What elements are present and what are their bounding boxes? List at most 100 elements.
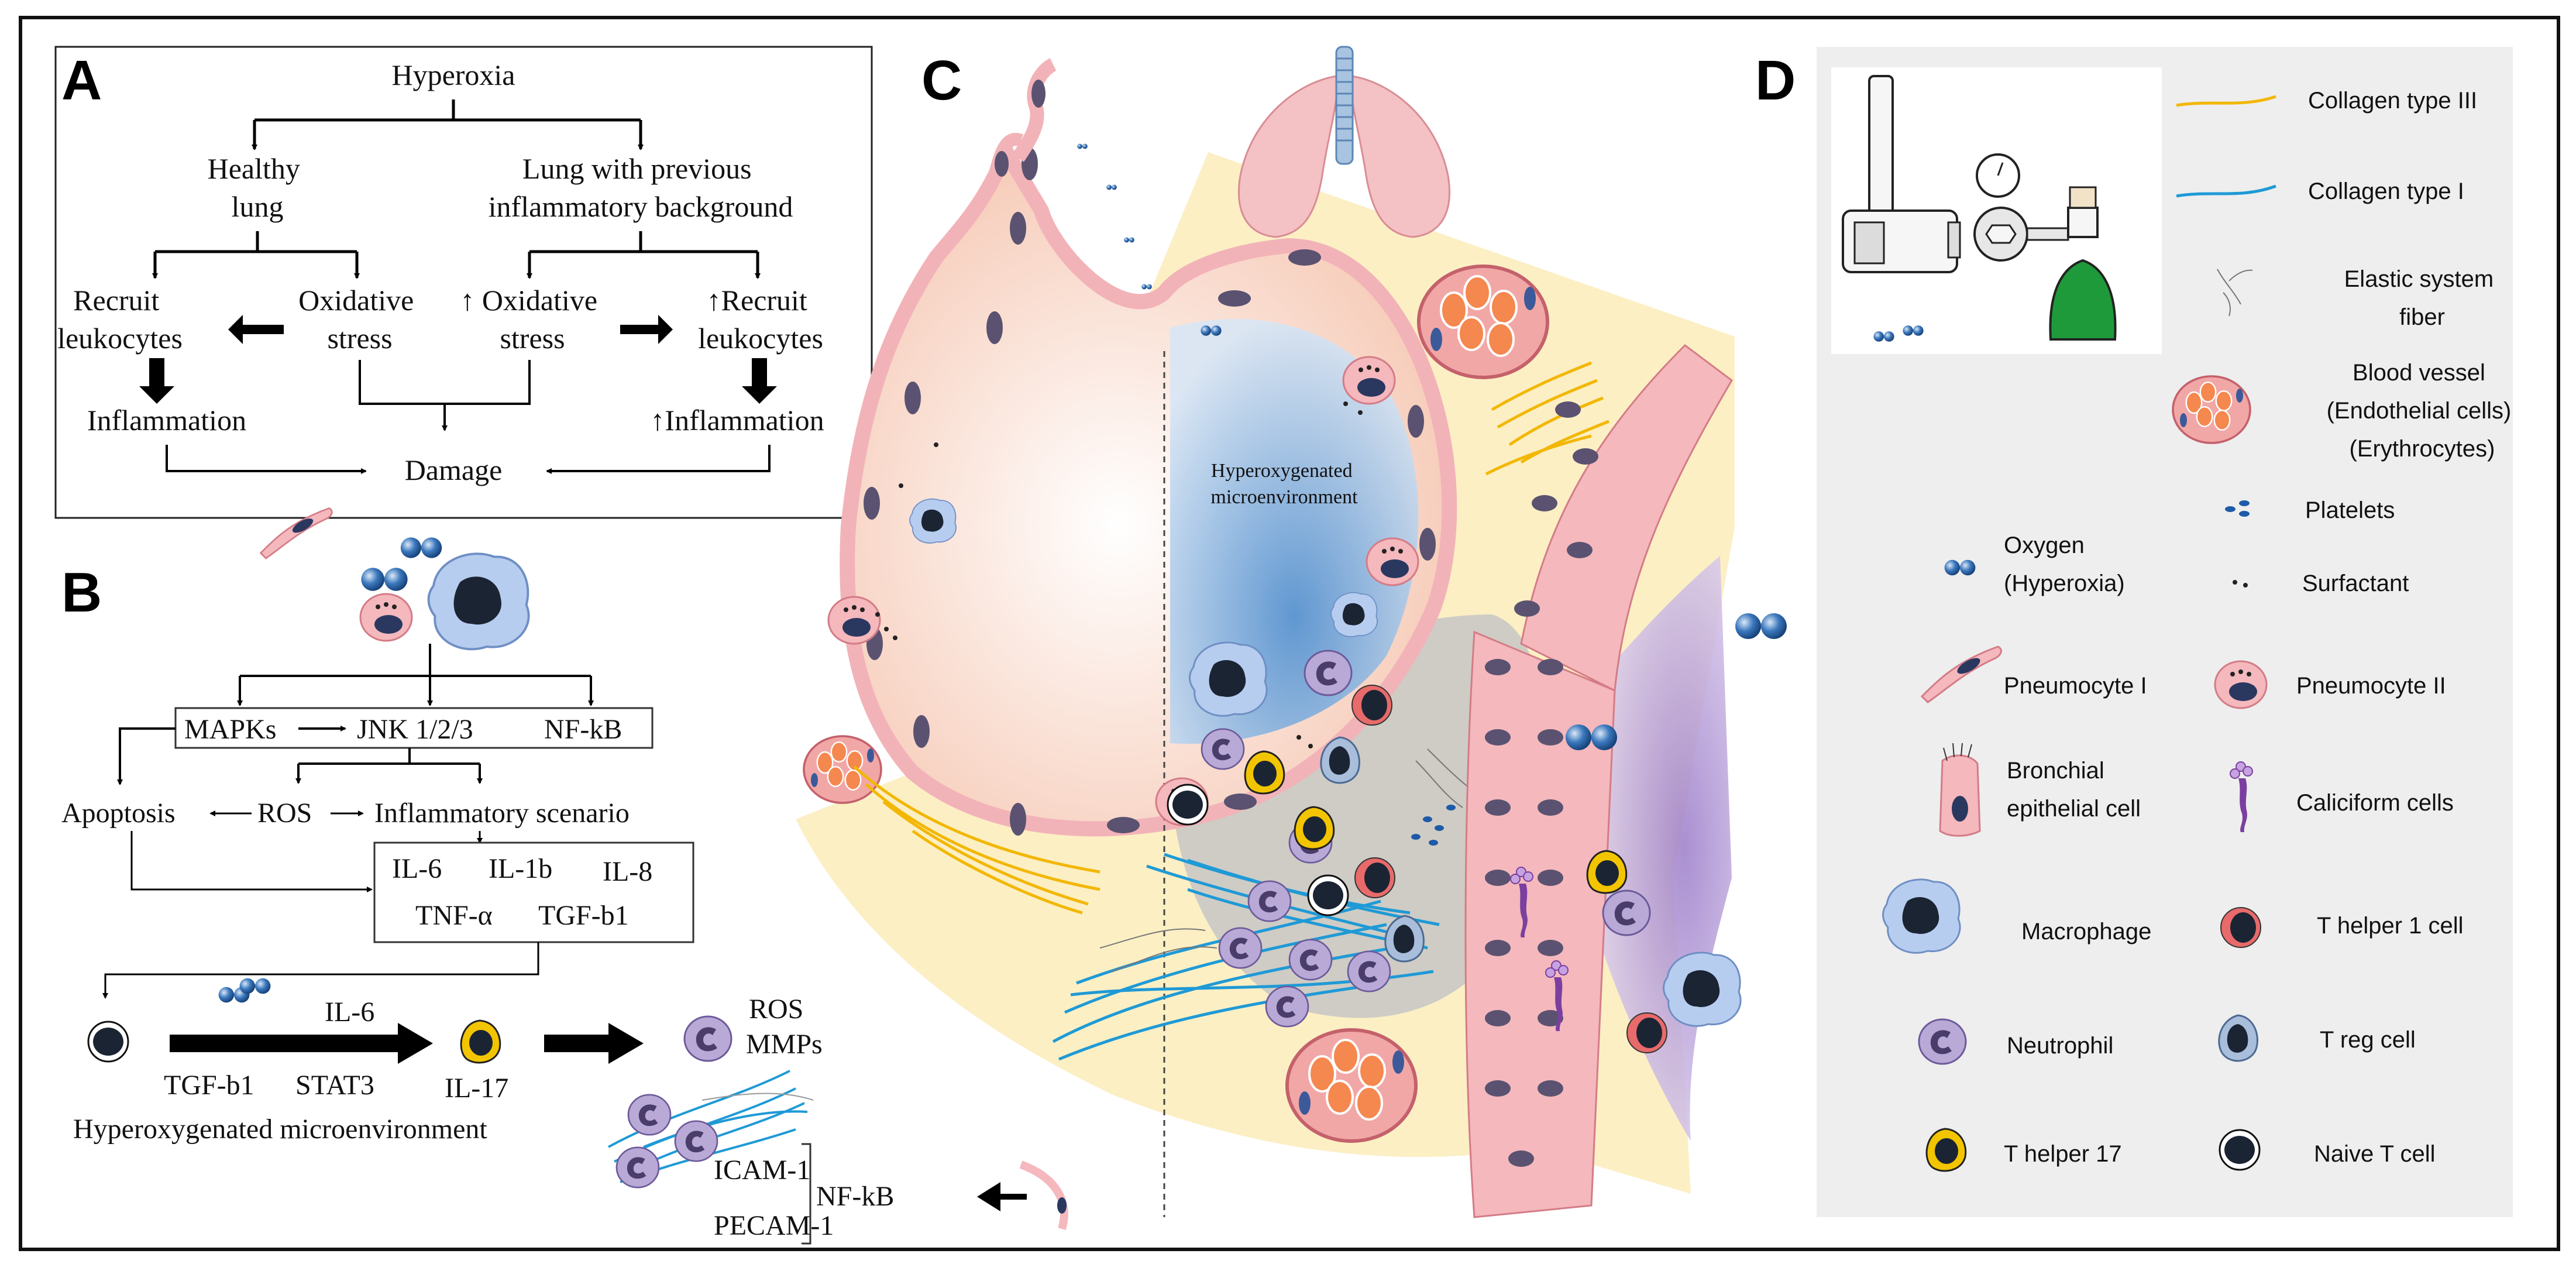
thick-arrow-left — [228, 315, 284, 344]
th17-cell — [460, 1019, 501, 1064]
vessel-c-top — [1419, 266, 1547, 377]
elastic-fibres — [1099, 748, 1481, 972]
pneumocyte-ii-icon — [2214, 660, 2268, 709]
legend-macrophage: Macrophage — [2021, 919, 2151, 944]
panel-c-label: C — [921, 49, 962, 112]
hyperoxia-node: Hyperoxia — [391, 59, 515, 91]
il6-label: IL-6 — [392, 853, 442, 884]
il8-label: IL-8 — [603, 856, 652, 887]
apoptosis-label: Apoptosis — [61, 798, 176, 829]
legend-blood-vessel: Blood vessel (Endothelial cells) (Erythr… — [2327, 360, 2518, 462]
thick-arrow-down-left — [139, 358, 174, 404]
legend-platelets: Platelets — [2305, 497, 2395, 523]
legend-collagen-i: Collagen type I — [2308, 178, 2464, 204]
inflammation-node: Inflammation — [87, 404, 246, 437]
up-recruit-leukocytes-node: ↑Recruit leukocytes — [698, 284, 823, 355]
legend-elastic-fiber: Elastic system fiber — [2344, 266, 2501, 330]
legend-bronchial: Bronchial epithelial cell — [2007, 758, 2141, 822]
macrophage-c1 — [909, 498, 957, 544]
tgfb1-label: TGF-b1 — [538, 900, 629, 931]
arrow-il6-label: IL-6 — [325, 997, 374, 1028]
panel-a: A Hyperoxia Healthy lung Lung with previ… — [54, 46, 873, 519]
collagen-iii-icon — [2176, 95, 2276, 107]
endothelial-cell-b — [1019, 1160, 1068, 1231]
up-oxidative-stress-node: ↑ Oxidative stress — [460, 284, 604, 355]
legend-th1: T helper 1 cell — [2317, 913, 2464, 939]
il1b-label: IL-1b — [489, 853, 552, 884]
icam-label: ICAM-1 — [714, 1155, 810, 1186]
pecam-label: PECAM-1 — [714, 1210, 834, 1241]
macrophage-c3 — [1330, 592, 1378, 637]
th17-cell-icon — [1925, 1128, 1967, 1172]
thick-arrow-right — [620, 315, 673, 344]
hyperoxygenated-zone — [1170, 319, 1419, 744]
elastic-fiber-icon — [2217, 269, 2253, 317]
panel-d: D — [1755, 47, 2518, 1217]
collagen-i-fibres — [1052, 853, 1440, 1061]
legend-neutrophil: Neutrophil — [2007, 1033, 2113, 1059]
up-inflammation-node: ↑Inflammation — [650, 404, 824, 437]
th1-cell-icon — [2220, 907, 2261, 948]
macrophage-icon — [1882, 878, 1961, 954]
neutrophil-b — [683, 1015, 732, 1062]
tnfa-label: TNF-α — [415, 900, 493, 931]
vessel-c-left — [803, 735, 882, 804]
ros-out-label: ROS — [749, 994, 803, 1025]
naive-t-cell — [87, 1021, 129, 1063]
legend-pneumocyte-ii: Pneumocyte II — [2296, 673, 2446, 699]
nfkb-label: NF-kB — [544, 714, 622, 745]
panel-d-label: D — [1755, 49, 1796, 112]
alveolar-pneumocytes — [827, 147, 1436, 836]
inflammatory-scenario-label: Inflammatory scenario — [374, 798, 630, 829]
legend-collagen-iii: Collagen type III — [2308, 88, 2477, 114]
mapks-label: MAPKs — [184, 714, 276, 745]
bronchial-nuclei — [1485, 401, 1598, 1167]
oxidative-stress-node: Oxidative stress — [298, 284, 421, 355]
panel-a-frame — [54, 46, 873, 519]
neutrophil-icon — [1918, 1018, 1967, 1065]
recruit-leukocytes-node: Recruit leukocytes — [57, 284, 183, 355]
oxygen-equipment — [1831, 67, 2162, 354]
blood-vessel-icon — [2172, 375, 2251, 444]
legend-th17: T helper 17 — [2004, 1141, 2122, 1167]
ros-label: ROS — [257, 798, 312, 829]
panel-c: C Hyperoxygenated microenvironment — [796, 46, 1912, 1218]
macrophage-c4 — [1663, 952, 1742, 1027]
big-arrow-th17 — [170, 1023, 433, 1064]
collagen-i-icon — [2176, 184, 2276, 198]
cytokine-box — [373, 841, 694, 943]
thick-arrow-down-right — [742, 358, 777, 404]
jnk-label: JNK 1/2/3 — [357, 714, 473, 745]
signaling-box — [174, 707, 654, 749]
legend-pneumocyte-i: Pneumocyte I — [2004, 673, 2147, 699]
platelets-icon — [2225, 500, 2250, 517]
previous-inflammatory-node: Lung with previous inflammatory backgrou… — [489, 152, 793, 223]
mmps-label: MMPs — [746, 1029, 823, 1060]
panel-a-label: A — [61, 49, 102, 112]
collagen-iii-fibres — [853, 361, 1609, 915]
panel-b-label: B — [61, 561, 102, 624]
platelets-c — [1411, 805, 1456, 846]
bronchial-epithelium — [1464, 344, 1733, 1218]
arrow-stat3-label: STAT3 — [295, 1070, 374, 1101]
collagen-neutrophil-cluster — [608, 1070, 814, 1189]
naive-t-cell-icon — [2219, 1129, 2261, 1171]
macrophage-c2 — [1189, 641, 1268, 717]
damage-node: Damage — [405, 454, 503, 486]
legend-oxygen: Oxygen (Hyperoxia) — [2004, 533, 2125, 596]
legend-naive: Naive T cell — [2314, 1141, 2436, 1167]
surfactant-icon — [2233, 580, 2248, 588]
il17-label: IL-17 — [445, 1073, 508, 1104]
big-arrow-neutrophil — [544, 1023, 644, 1064]
legend-caliciform: Caliciform cells — [2296, 790, 2454, 816]
arrow-from-endothelium — [977, 1182, 1027, 1211]
healthy-lung-node: Healthy lung — [208, 152, 308, 223]
surfactant-dots — [875, 401, 1363, 748]
wall-fragments — [988, 58, 1057, 177]
nfkb-out-label: NF-kB — [816, 1181, 894, 1212]
vessel-c-bottom — [1287, 1030, 1416, 1141]
hyperoxygenated-microenvironment-b: Hyperoxygenated microenvironment — [73, 1114, 487, 1145]
panel-b: B MAPKs JNK 1/2/3 NF-kB Apoptosis ROS In… — [61, 507, 1068, 1245]
lungs-icon — [1238, 46, 1450, 238]
legend-treg: T reg cell — [2320, 1027, 2416, 1053]
